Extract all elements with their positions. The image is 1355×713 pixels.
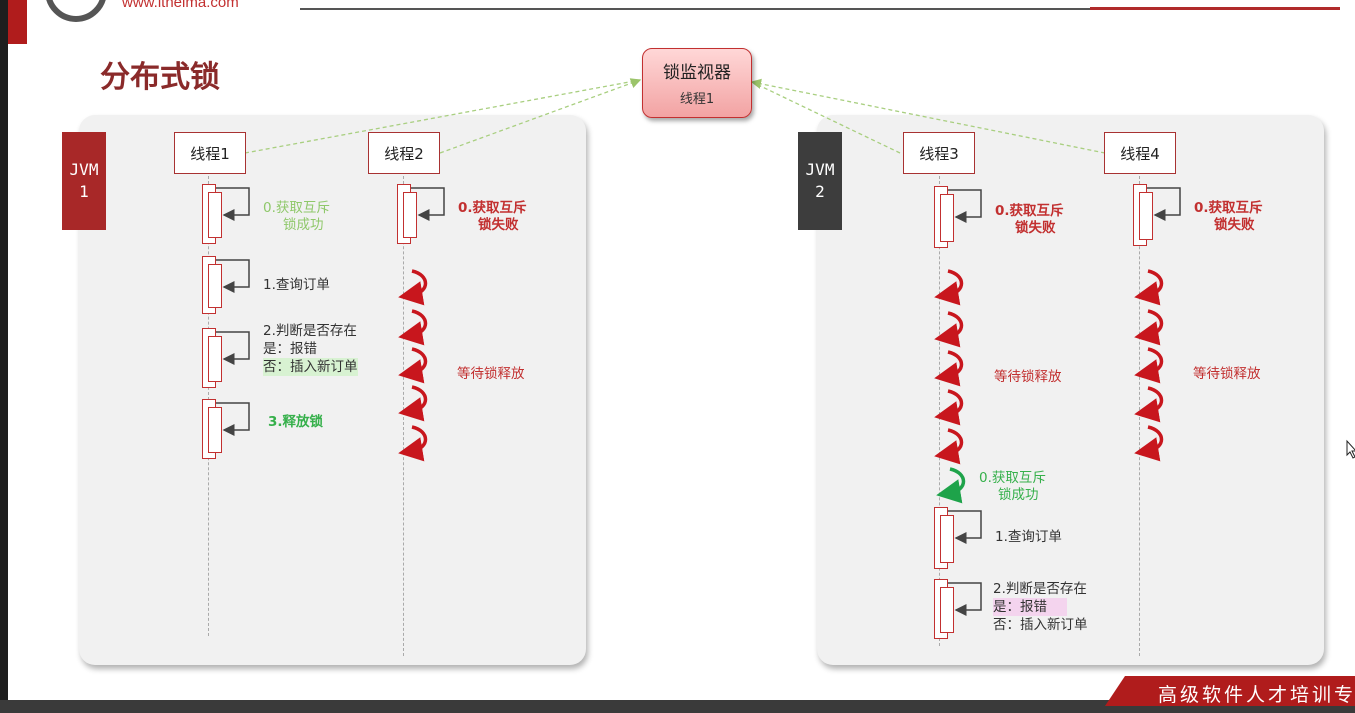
- thread1-step0-line1: 0.获取互斥: [263, 200, 330, 216]
- thread3-step2-line3: 否：插入新订单: [993, 617, 1088, 633]
- self-call-arrow: [948, 189, 982, 223]
- activation-bar: [208, 407, 222, 453]
- wait-loop-icon: [398, 385, 428, 422]
- header-rule: [300, 8, 1340, 10]
- connector-thread3: [751, 81, 901, 154]
- thread3-wait: 等待锁释放: [994, 369, 1062, 385]
- jvm2-panel: [817, 115, 1324, 665]
- thread3-retry-line1: 0.获取互斥: [979, 470, 1046, 486]
- retry-success-icon: [936, 467, 966, 504]
- self-call-arrow: [948, 582, 982, 616]
- wait-loop-icon: [934, 350, 964, 387]
- wait-loop-icon: [398, 347, 428, 384]
- footer-slogan: 高级软件人才培训专: [1158, 684, 1355, 706]
- wait-loop-icon: [934, 269, 964, 306]
- wait-loop-icon: [398, 269, 428, 306]
- logo-text: www.itheima.com: [122, 0, 239, 11]
- self-call-arrow: [1147, 187, 1181, 221]
- thread1-step3: 3.释放锁: [268, 414, 324, 430]
- wait-loop-icon: [398, 309, 428, 346]
- lock-monitor-title: 锁监视器: [663, 63, 731, 83]
- thread1-step1: 1.查询订单: [263, 277, 330, 293]
- thread3-retry-line2: 锁成功: [998, 487, 1039, 503]
- self-call-arrow: [216, 331, 250, 365]
- connector-thread2: [439, 78, 642, 154]
- self-call-arrow: [216, 402, 250, 436]
- wait-loop-icon: [934, 311, 964, 348]
- self-call-arrow: [216, 187, 250, 221]
- thread1-box: 线程1: [174, 132, 246, 174]
- footer-bar: [0, 700, 1355, 713]
- thread2-wait: 等待锁释放: [457, 366, 525, 382]
- left-red-marker: [8, 0, 27, 44]
- thread4-step0-line1: 0.获取互斥: [1194, 200, 1263, 216]
- activation-bar: [208, 192, 222, 238]
- thread2-box: 线程2: [368, 132, 440, 174]
- thread3-step0-line1: 0.获取互斥: [995, 203, 1064, 219]
- header-rule-accent: [1090, 7, 1340, 10]
- thread1-step0-line2: 锁成功: [283, 217, 324, 233]
- thread3-box: 线程3: [903, 132, 975, 174]
- activation-bar: [208, 336, 222, 382]
- wait-loop-icon: [1134, 347, 1164, 384]
- page-title: 分布式锁: [100, 60, 220, 95]
- thread1-step2-line3: 否：插入新订单: [263, 358, 358, 376]
- lock-monitor: 锁监视器 线程1: [642, 48, 752, 118]
- thread1-step2-line1: 2.判断是否存在: [263, 323, 357, 339]
- activation-bar: [940, 194, 954, 242]
- wait-loop-icon: [1134, 425, 1164, 462]
- wait-loop-icon: [1134, 269, 1164, 306]
- footer-tab: [1105, 676, 1355, 706]
- jvm2-badge: JVM 2: [798, 132, 842, 230]
- thread1-step2-line2: 是：报错: [263, 341, 317, 357]
- self-call-arrow: [411, 187, 445, 221]
- lock-monitor-owner: 线程1: [679, 92, 715, 107]
- thread4-box: 线程4: [1104, 132, 1176, 174]
- self-call-arrow: [948, 510, 982, 544]
- activation-bar: [208, 264, 222, 308]
- activation-bar: [1139, 192, 1153, 240]
- wait-loop-icon: [934, 428, 964, 465]
- thread4-step0-line2: 锁失败: [1214, 217, 1255, 233]
- thread3-step1: 1.查询订单: [995, 529, 1062, 545]
- thread3-step0-line2: 锁失败: [1015, 220, 1056, 236]
- thread2-step0-line1: 0.获取互斥: [458, 200, 527, 216]
- thread3-step2-line2: 是：报错: [993, 598, 1067, 616]
- connector-thread1: [244, 79, 641, 154]
- activation-bar: [940, 587, 954, 633]
- self-call-arrow: [216, 259, 250, 293]
- wait-loop-icon: [398, 425, 428, 462]
- thread2-step0-line2: 锁失败: [478, 217, 519, 233]
- jvm1-badge: JVM 1: [62, 132, 106, 230]
- thread3-step2-line1: 2.判断是否存在: [993, 581, 1087, 597]
- activation-bar: [940, 515, 954, 563]
- thread4-wait: 等待锁释放: [1193, 366, 1261, 382]
- wait-loop-icon: [1134, 386, 1164, 423]
- wait-loop-icon: [1134, 309, 1164, 346]
- jvm1-panel: [79, 115, 586, 665]
- wait-loop-icon: [934, 389, 964, 426]
- mouse-cursor-icon: [1346, 439, 1355, 459]
- left-edge-bar: [0, 0, 8, 713]
- activation-bar: [403, 192, 417, 238]
